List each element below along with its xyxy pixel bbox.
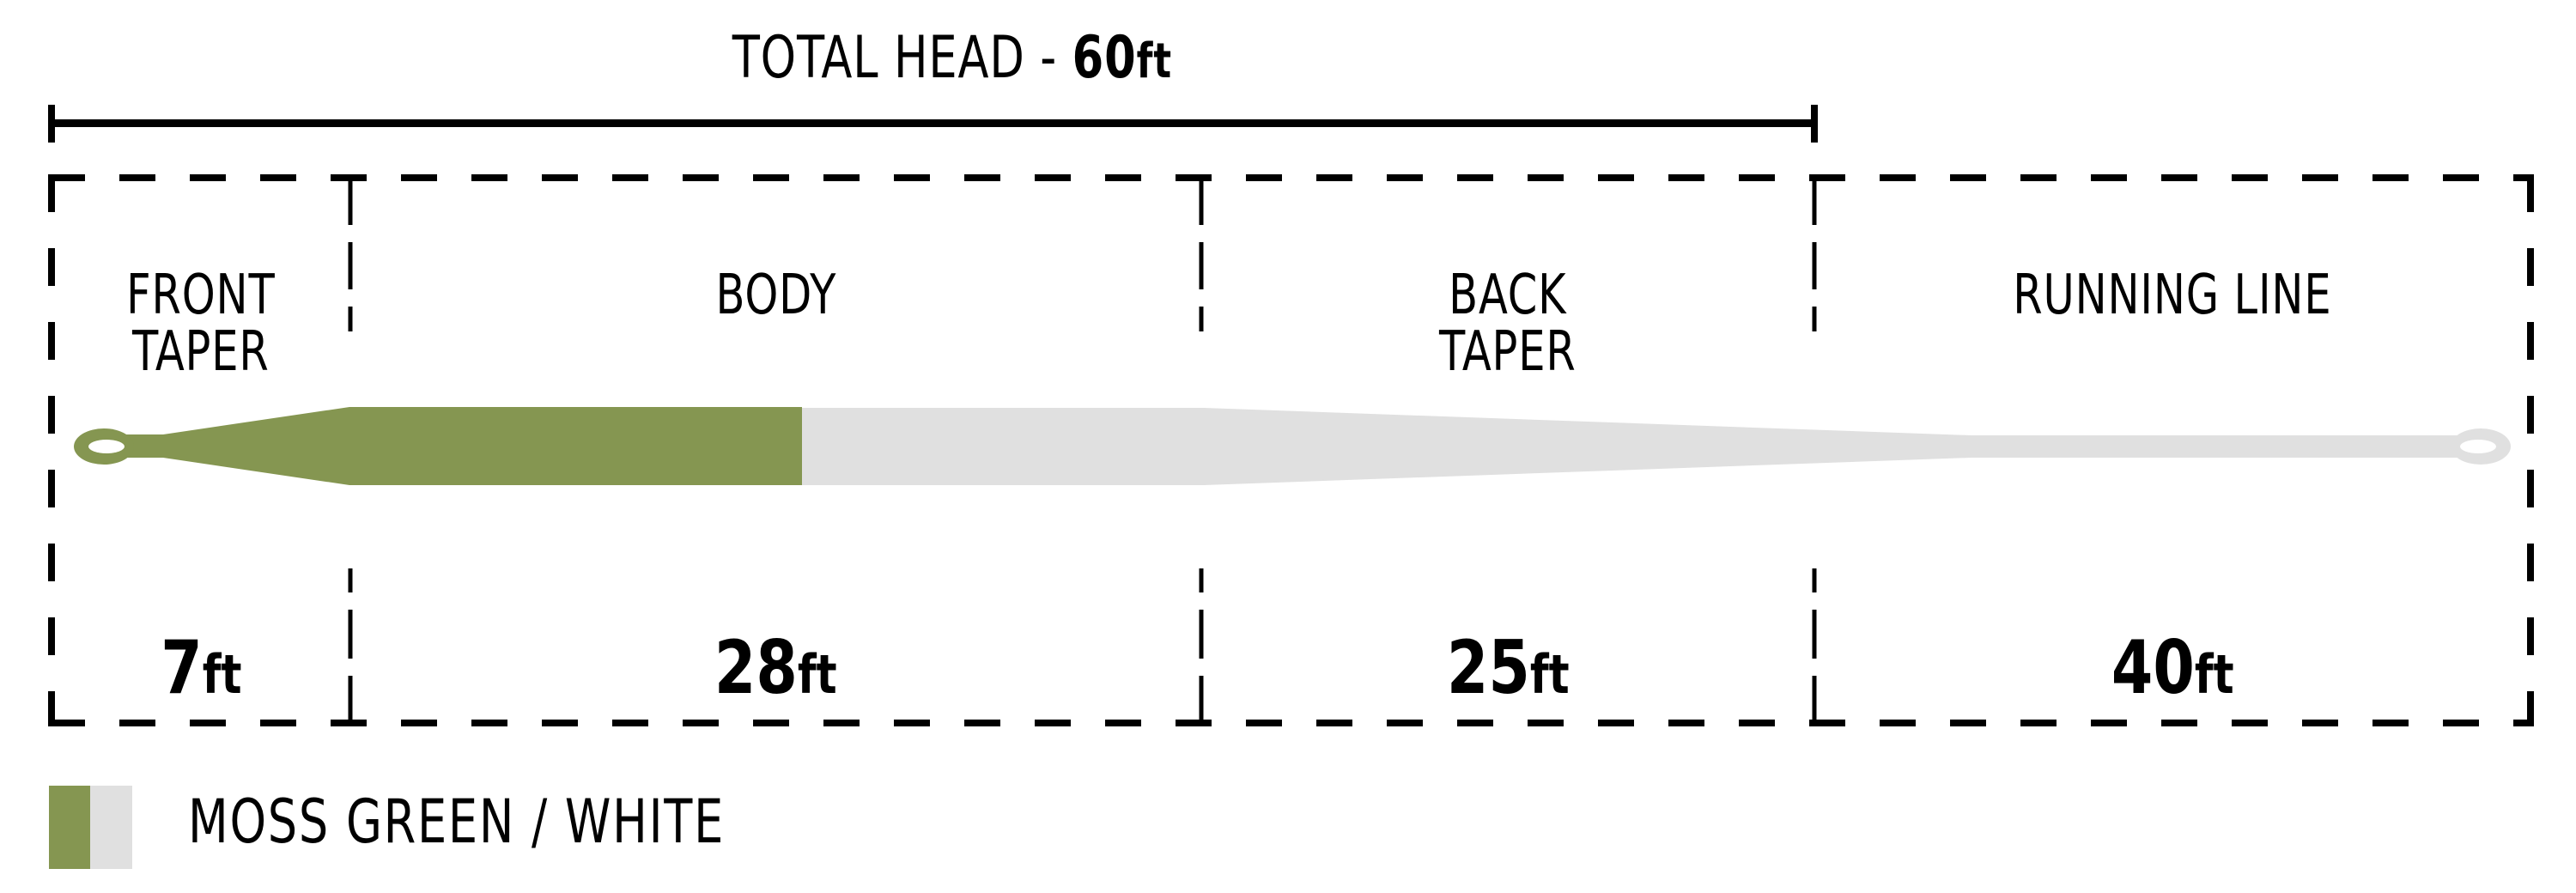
segment-length-body: 28ft <box>714 625 837 711</box>
total-head-value: 60 <box>1072 24 1137 92</box>
total-head-unit: ft <box>1136 33 1172 89</box>
segment-dividers <box>348 178 1817 723</box>
total-head-prefix: TOTAL HEAD - <box>732 24 1072 92</box>
legend-label: MOSS GREEN / WHITE <box>188 787 726 857</box>
segment-length-running-line: 40ft <box>2111 625 2234 711</box>
segment-label-front-taper: FRONT TAPER <box>126 264 276 384</box>
head-section <box>120 407 802 485</box>
swatch-white <box>90 786 132 869</box>
total-head-title: TOTAL HEAD - 60ft <box>131 24 1774 96</box>
segment-label-running-line: RUNNING LINE <box>2013 264 2332 327</box>
swatch-moss-green <box>49 786 90 869</box>
color-swatch-icon <box>49 786 132 869</box>
segment-label-back-taper: BACK TAPER <box>1439 264 1577 384</box>
fly-line-profile <box>74 407 2511 485</box>
segment-frame <box>48 174 2534 726</box>
total-head-bracket <box>48 105 1818 143</box>
segment-length-back-taper: 25ft <box>1446 625 1570 711</box>
segment-label-body: BODY <box>715 264 836 327</box>
running-section <box>800 408 2464 485</box>
segment-length-front-taper: 7ft <box>160 625 242 711</box>
